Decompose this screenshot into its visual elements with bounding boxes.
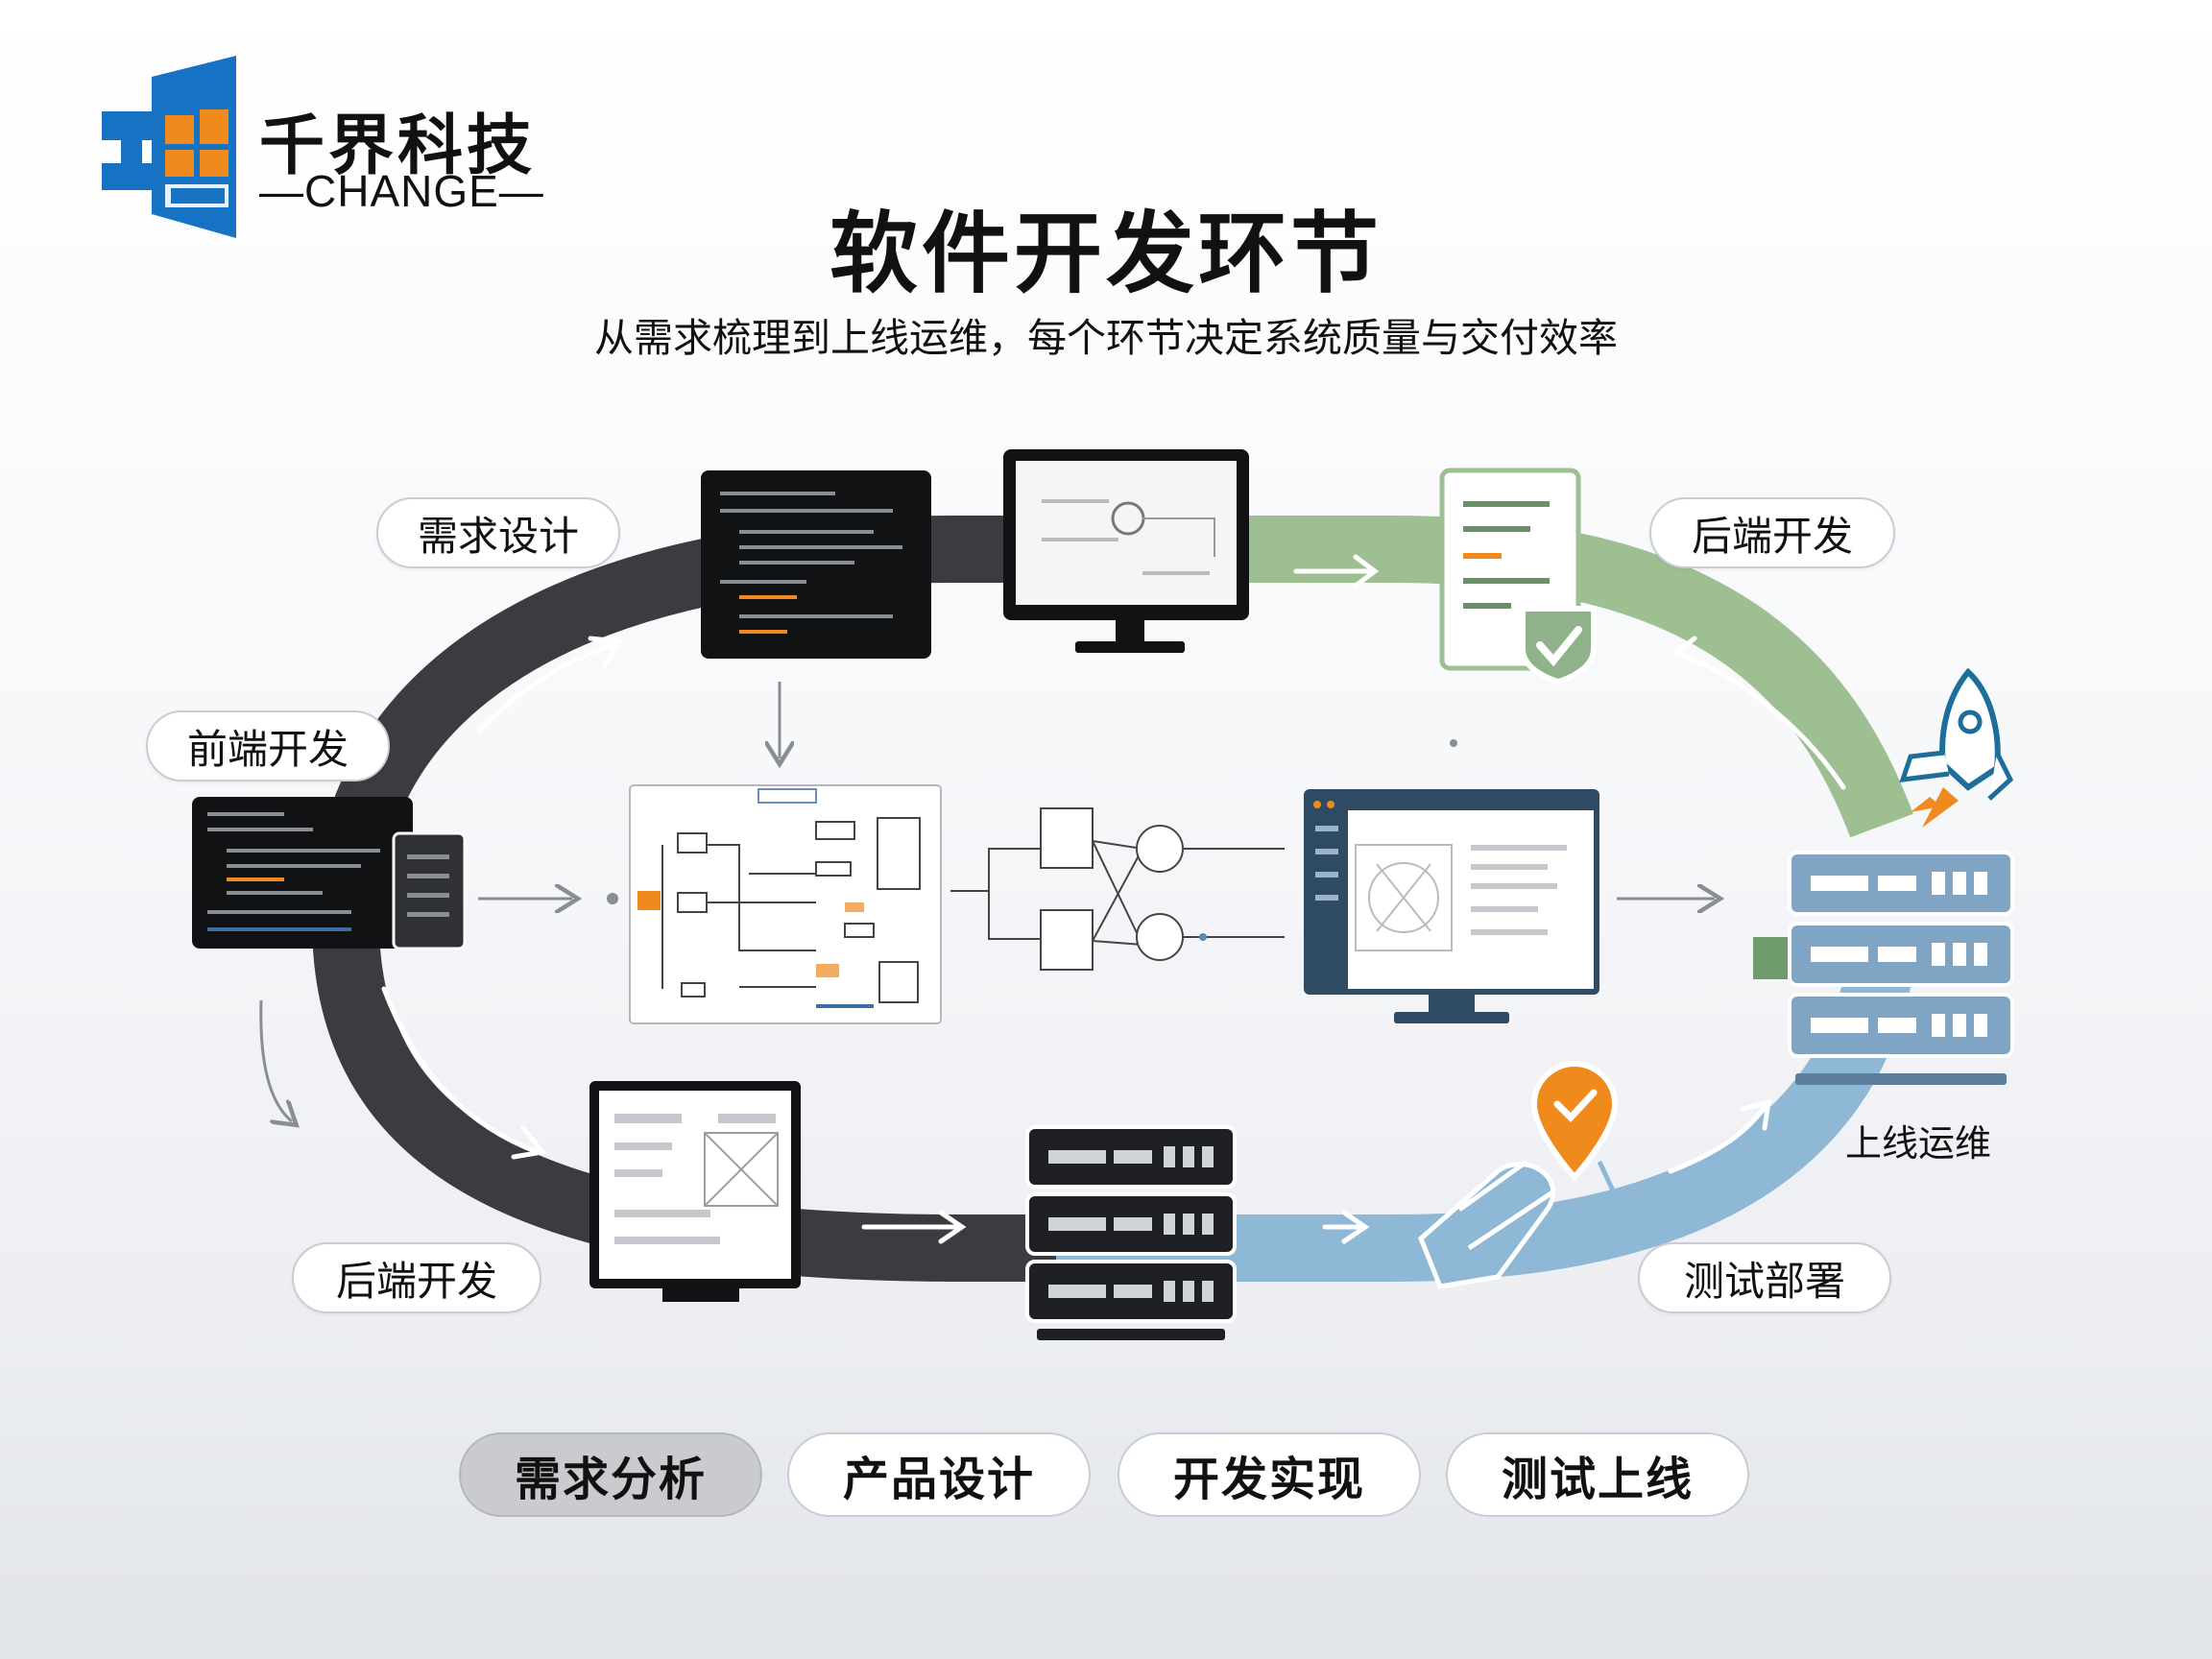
tab-requirement-analysis[interactable]: 需求分析 — [459, 1432, 762, 1517]
stage-label-backend-right: 后端开发 — [1649, 497, 1895, 568]
page-title: 软件开发环节 — [829, 203, 1382, 305]
connector-arrows — [259, 682, 1715, 1121]
company-logo — [102, 56, 238, 238]
server-stack-dark-icon — [1025, 1125, 1237, 1340]
ring-arrows — [381, 554, 1846, 1244]
rocket-icon — [1899, 667, 2014, 828]
brand-tagline: —CHANGE— — [259, 166, 544, 216]
stage-label-backend-left: 后端开发 — [292, 1242, 541, 1313]
dashboard-monitor-icon — [1304, 789, 1599, 1023]
page-subtitle: 从需求梳理到上线运维，每个环节决定系统质量与交付效率 — [594, 315, 1618, 361]
stage-label-ops: 上线运维 — [1845, 1122, 1992, 1165]
design-monitor-icon — [1003, 449, 1249, 653]
document-check-icon — [1439, 468, 1597, 685]
tab-product-design[interactable]: 产品设计 — [787, 1432, 1091, 1517]
stage-label-frontend: 前端开发 — [146, 710, 390, 781]
logo-mark-icon — [102, 56, 236, 238]
flowchart-panel — [629, 784, 942, 1024]
tab-development[interactable]: 开发实现 — [1118, 1432, 1421, 1517]
server-stack-right-icon — [1753, 851, 2014, 1085]
stage-label-needs-design: 需求设计 — [376, 497, 620, 568]
frontend-code-icon — [192, 797, 467, 950]
tab-test-launch[interactable]: 测试上线 — [1446, 1432, 1749, 1517]
hand-location-pin-icon — [1418, 1060, 1619, 1289]
api-network-icon — [950, 807, 1285, 971]
stage-label-test-deploy: 测试部署 — [1638, 1242, 1891, 1313]
code-editor-icon — [701, 470, 931, 659]
webpage-monitor-icon — [589, 1081, 801, 1302]
brand-name: 千界科技 — [259, 108, 537, 184]
